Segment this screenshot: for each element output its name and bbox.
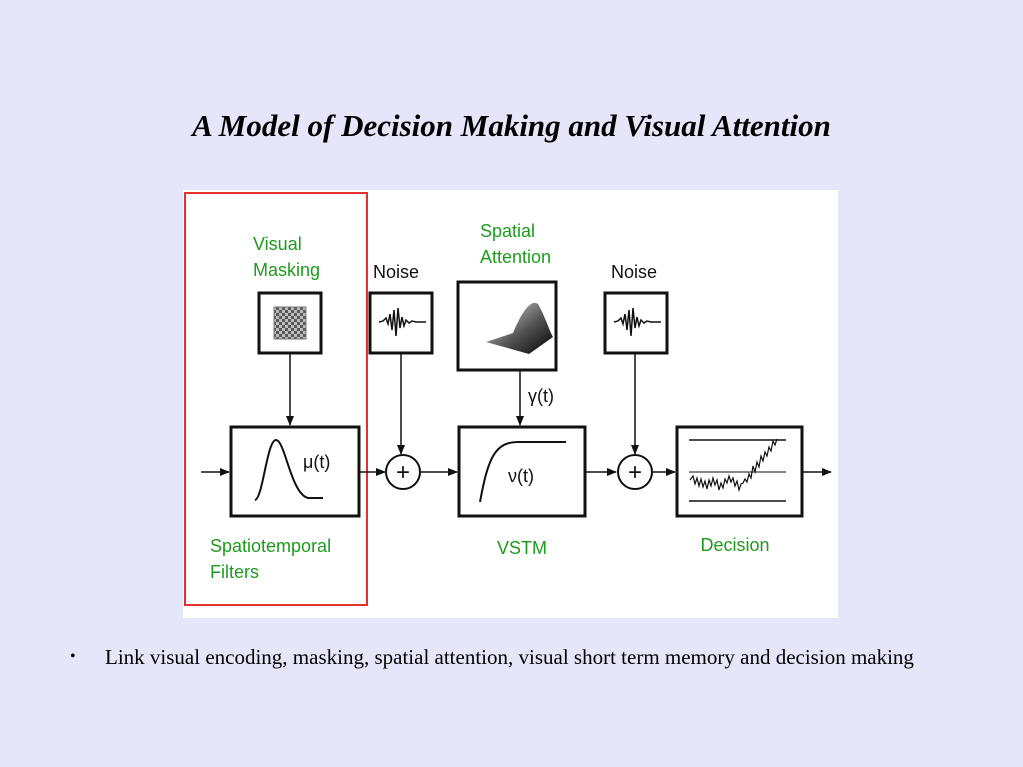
checkerboard-icon bbox=[273, 306, 307, 340]
spatiotemporal-filters-label-2: Filters bbox=[210, 562, 259, 582]
noise-label-2: Noise bbox=[611, 262, 657, 282]
visual-masking-label-2: Masking bbox=[253, 260, 320, 280]
vstm-curve bbox=[479, 441, 566, 503]
spatiotemporal-filter-box bbox=[229, 425, 361, 518]
bullet-list: • Link visual encoding, masking, spatial… bbox=[70, 640, 950, 674]
attention-surface-icon bbox=[486, 302, 553, 354]
spatial-attention-label-2: Attention bbox=[480, 247, 551, 267]
spatial-attention-label: Spatial bbox=[480, 221, 535, 241]
model-diagram-svg: Visual Masking Noise Spatial Attention N… bbox=[184, 192, 832, 606]
nu-label: ν(t) bbox=[508, 466, 534, 486]
noise-waveform-icon-2 bbox=[613, 307, 661, 337]
bullet-item: • Link visual encoding, masking, spatial… bbox=[70, 640, 950, 674]
highlight-frame bbox=[184, 192, 368, 606]
decision-random-walk bbox=[689, 438, 778, 493]
noise-label-1: Noise bbox=[373, 262, 419, 282]
bullet-text: Link visual encoding, masking, spatial a… bbox=[105, 645, 914, 669]
mu-label: μ(t) bbox=[303, 452, 330, 472]
gamma-label: γ(t) bbox=[528, 386, 554, 406]
model-diagram: Visual Masking Noise Spatial Attention N… bbox=[183, 190, 838, 618]
filter-response-curve bbox=[254, 438, 323, 501]
slide-title: A Model of Decision Making and Visual At… bbox=[192, 108, 831, 143]
spatiotemporal-filters-label: Spatiotemporal bbox=[210, 536, 331, 556]
sum-node-2-plus: + bbox=[628, 459, 642, 486]
decision-label: Decision bbox=[700, 535, 769, 555]
visual-masking-label: Visual bbox=[253, 234, 302, 254]
sum-node-1-plus: + bbox=[396, 459, 410, 486]
noise-waveform-icon-1 bbox=[378, 307, 426, 337]
vstm-label: VSTM bbox=[497, 538, 547, 558]
bullet-dot-icon: • bbox=[70, 648, 76, 665]
